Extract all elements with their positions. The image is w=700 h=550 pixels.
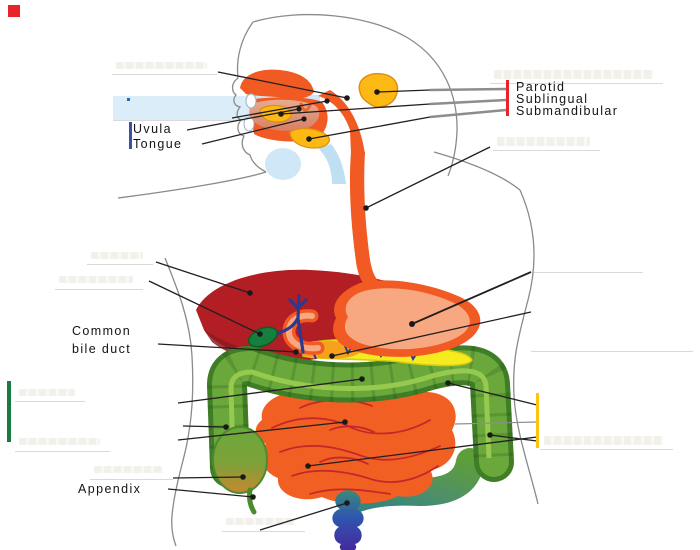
right-yellow-bar: [536, 393, 539, 448]
large-intestine: [206, 345, 514, 488]
erased-text-ghost: [226, 518, 295, 525]
tongue-line: [201, 118, 305, 145]
erased-text-ghost: [494, 70, 653, 79]
small-intestine: [255, 385, 456, 504]
erased-text-ghost: [544, 436, 663, 445]
blank-label-slot-3[interactable]: [490, 66, 663, 84]
erased-text-ghost: [116, 62, 207, 69]
erased-text-ghost: [19, 389, 75, 396]
common-bile-duct-line: [157, 343, 297, 353]
tongue-organ: [249, 99, 320, 131]
oral-cavity: [248, 97, 328, 142]
erased-text-ghost: [94, 466, 163, 473]
blank-label-slot-12[interactable]: [540, 432, 673, 450]
submandibular-label: Submandibular: [516, 104, 619, 118]
uvula-label: Uvula: [133, 122, 172, 136]
parotid-gland: [358, 72, 399, 108]
esophagus: [349, 152, 381, 289]
erased-text-ghost: [91, 252, 143, 259]
stomach-outer: [333, 280, 481, 357]
blank-label-slot-13[interactable]: [222, 514, 305, 532]
erased-text-ghost: [497, 137, 590, 146]
blank-label-slot-2[interactable]: [113, 96, 258, 121]
erased-text-ghost: [59, 276, 133, 283]
nasal-cavity: [240, 69, 314, 99]
duodenum: [282, 309, 325, 355]
sublingual-gland: [259, 104, 292, 123]
stomach-inner: [344, 288, 470, 350]
sublingual-label: Sublingual: [516, 92, 589, 106]
common-bile-duct-label: Common bile duct: [72, 324, 132, 357]
pointer-dots: [223, 89, 493, 506]
blank-label-slot-10[interactable]: [15, 434, 110, 452]
submandibular-gland: [289, 127, 330, 149]
tongue-label: Tongue: [133, 137, 183, 151]
erased-text-ghost: [19, 438, 100, 445]
blank-label-slot-8[interactable]: [531, 334, 693, 352]
leader-lines: [148, 71, 538, 531]
parotid-label: Parotid: [516, 80, 566, 94]
blank-label-slot-9[interactable]: [15, 385, 85, 402]
blank-label-slot-11[interactable]: [90, 462, 173, 480]
rectum: [332, 490, 364, 550]
appendix-organ: [247, 487, 257, 515]
appendix-label: Appendix: [78, 482, 142, 496]
blank-label-slot-6[interactable]: [55, 272, 143, 290]
submandibular-line: [308, 116, 431, 140]
body-outline: [117, 13, 539, 547]
pharynx: [318, 90, 365, 154]
left-green-bar: [7, 381, 11, 442]
blank-label-slot-1[interactable]: [112, 58, 217, 75]
sublingual-line: [280, 103, 431, 115]
esophagus-and-stomach: [240, 69, 481, 357]
blank-label-slot-4[interactable]: [493, 133, 600, 151]
gallbladder-and-ducts: [247, 294, 308, 354]
uvula-organ: [299, 102, 312, 112]
sigmoid-colon: [344, 448, 484, 512]
liver: [196, 269, 429, 363]
salivary-red-bar: [506, 80, 509, 116]
salivary-leader-lines: [280, 87, 507, 140]
mouth-blue-bar: [129, 122, 132, 149]
palate-and-airway: [246, 95, 346, 184]
appendix-line: [167, 488, 254, 498]
cecum: [212, 426, 268, 515]
gallbladder: [247, 326, 279, 348]
blank-label-slot-7[interactable]: [533, 256, 643, 273]
blank-label-slot-5[interactable]: [87, 248, 153, 265]
red-square-marker: [8, 5, 20, 17]
selection-dot: [127, 98, 130, 101]
parotid-line: [376, 89, 431, 93]
pancreas: [302, 338, 473, 367]
